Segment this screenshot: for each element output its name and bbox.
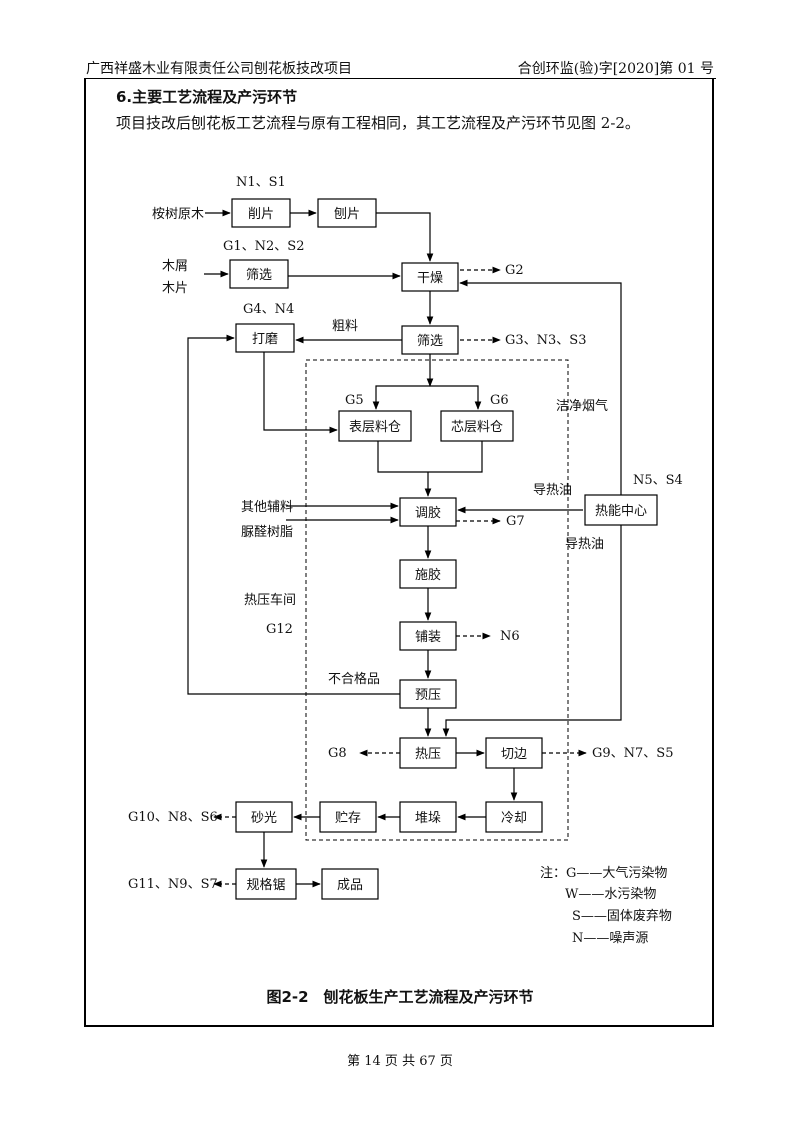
node-qiebian: 切边 — [485, 737, 543, 769]
node-damo: 打磨 — [235, 323, 295, 353]
svg-text:干燥: 干燥 — [417, 271, 443, 286]
svg-text:规格锯: 规格锯 — [246, 877, 285, 893]
svg-text:热压: 热压 — [415, 747, 441, 762]
label-input-wood: 桉树原木 — [152, 207, 204, 222]
node-shaguang: 砂光 — [235, 801, 293, 833]
label-coarse: 粗料 — [332, 319, 358, 334]
node-baopian: 刨片 — [317, 198, 377, 228]
svg-text:削片: 削片 — [248, 207, 274, 222]
svg-text:调胶: 调胶 — [415, 505, 441, 521]
svg-text:筛选: 筛选 — [246, 268, 272, 283]
svg-text:热能中心: 热能中心 — [595, 504, 647, 519]
node-guigeju: 规格锯 — [235, 868, 297, 900]
section-body: 项目技改后刨花板工艺流程与原有工程相同，其工艺流程及产污环节见图 2-2。 — [116, 114, 640, 132]
svg-text:切边: 切边 — [501, 747, 527, 762]
node-ganzao: 干燥 — [401, 262, 459, 292]
pollutant-biaoceng: G5 — [345, 393, 364, 408]
flow-arrows — [187, 209, 622, 888]
label-input-sawdust: 木屑 — [162, 259, 188, 274]
node-puzhuang: 铺装 — [399, 621, 457, 651]
pollutant-puzhuang: N6 — [500, 629, 520, 644]
pollutant-damo: G4、N4 — [243, 302, 294, 317]
svg-text:铺装: 铺装 — [415, 630, 441, 645]
pollutant-reneng: N5、S4 — [633, 473, 683, 488]
legend: 注：G——大气污染物 W——水污染物 S——固体废弃物 N——噪声源 — [540, 865, 672, 946]
pollutant-shaguang: G10、N8、S6 — [128, 810, 218, 825]
label-rejects: 不合格品 — [328, 671, 380, 687]
node-reya: 热压 — [399, 737, 457, 769]
svg-text:刨片: 刨片 — [334, 207, 360, 222]
node-shaixuan-1: 筛选 — [229, 259, 289, 289]
node-reneng-zhongxin: 热能中心 — [584, 494, 658, 526]
emission-arrows — [213, 266, 587, 888]
pollutant-ganzao: G2 — [505, 263, 524, 278]
node-tiaojiao: 调胶 — [399, 497, 457, 527]
header-project-name: 广西祥盛木业有限责任公司刨花板技改项目 — [86, 61, 352, 77]
legend-s: S——固体废弃物 — [572, 908, 672, 924]
svg-text:堆垛: 堆垛 — [415, 811, 441, 826]
svg-text:施胶: 施胶 — [415, 567, 441, 583]
svg-text:打磨: 打磨 — [252, 332, 278, 347]
pollutant-xinceng: G6 — [490, 393, 509, 408]
pollutant-guigeju: G11、N9、S7 — [128, 877, 218, 892]
svg-text:砂光: 砂光 — [251, 811, 277, 826]
header-rule — [84, 78, 716, 79]
label-thermal-oil-2: 导热油 — [565, 537, 604, 552]
page-frame — [84, 79, 714, 1027]
node-yuya: 预压 — [399, 679, 457, 709]
node-duiduo: 堆垛 — [399, 801, 457, 833]
node-xinceng-liaocang: 芯层料仓 — [440, 410, 514, 442]
node-shaixuan-2: 筛选 — [401, 325, 459, 355]
legend-w: W——水污染物 — [565, 887, 656, 902]
node-zhucun: 贮存 — [319, 801, 377, 833]
pollutant-qiebian: G9、N7、S5 — [592, 746, 673, 761]
legend-g: 注：G——大气污染物 — [540, 865, 667, 881]
svg-text:预压: 预压 — [415, 688, 441, 703]
node-shijiao: 施胶 — [399, 559, 457, 589]
svg-text:贮存: 贮存 — [335, 811, 361, 826]
pollutant-workshop: G12 — [266, 622, 293, 637]
pollutant-xiaopian: N1、S1 — [236, 175, 286, 190]
legend-n: N——噪声源 — [572, 931, 648, 946]
label-clean-gas: 洁净烟气 — [556, 398, 608, 414]
label-other-auxiliary: 其他辅料 — [241, 500, 293, 515]
node-lengque: 冷却 — [485, 801, 543, 833]
page-footer: 第 14 页 共 67 页 — [347, 1054, 453, 1069]
label-thermal-oil-1: 导热油 — [533, 483, 572, 498]
section-title: 6.主要工艺流程及产污环节 — [116, 88, 298, 106]
node-xiaopian: 削片 — [231, 198, 291, 228]
pollutant-reya: G8 — [328, 746, 347, 761]
header-document-number: 合创环监(验)字[2020]第 01 号 — [517, 61, 714, 77]
node-chengpin: 成品 — [321, 868, 379, 900]
label-input-chips: 木片 — [162, 281, 188, 296]
svg-text:芯层料仓: 芯层料仓 — [451, 420, 503, 435]
node-biaoceng-liaocang: 表层料仓 — [338, 410, 412, 442]
pollutant-shaixuan-2: G3、N3、S3 — [505, 333, 586, 348]
svg-text:表层料仓: 表层料仓 — [349, 420, 401, 435]
label-resin: 脲醛树脂 — [241, 524, 293, 540]
label-hotpress-workshop: 热压车间 — [244, 592, 296, 608]
pollutant-shaixuan-1: G1、N2、S2 — [223, 239, 304, 254]
figure-caption: 图2-2 刨花板生产工艺流程及产污环节 — [266, 988, 534, 1006]
svg-text:筛选: 筛选 — [417, 334, 443, 349]
svg-text:冷却: 冷却 — [501, 811, 527, 826]
svg-text:成品: 成品 — [337, 878, 363, 893]
pollutant-tiaojiao: G7 — [506, 514, 525, 529]
